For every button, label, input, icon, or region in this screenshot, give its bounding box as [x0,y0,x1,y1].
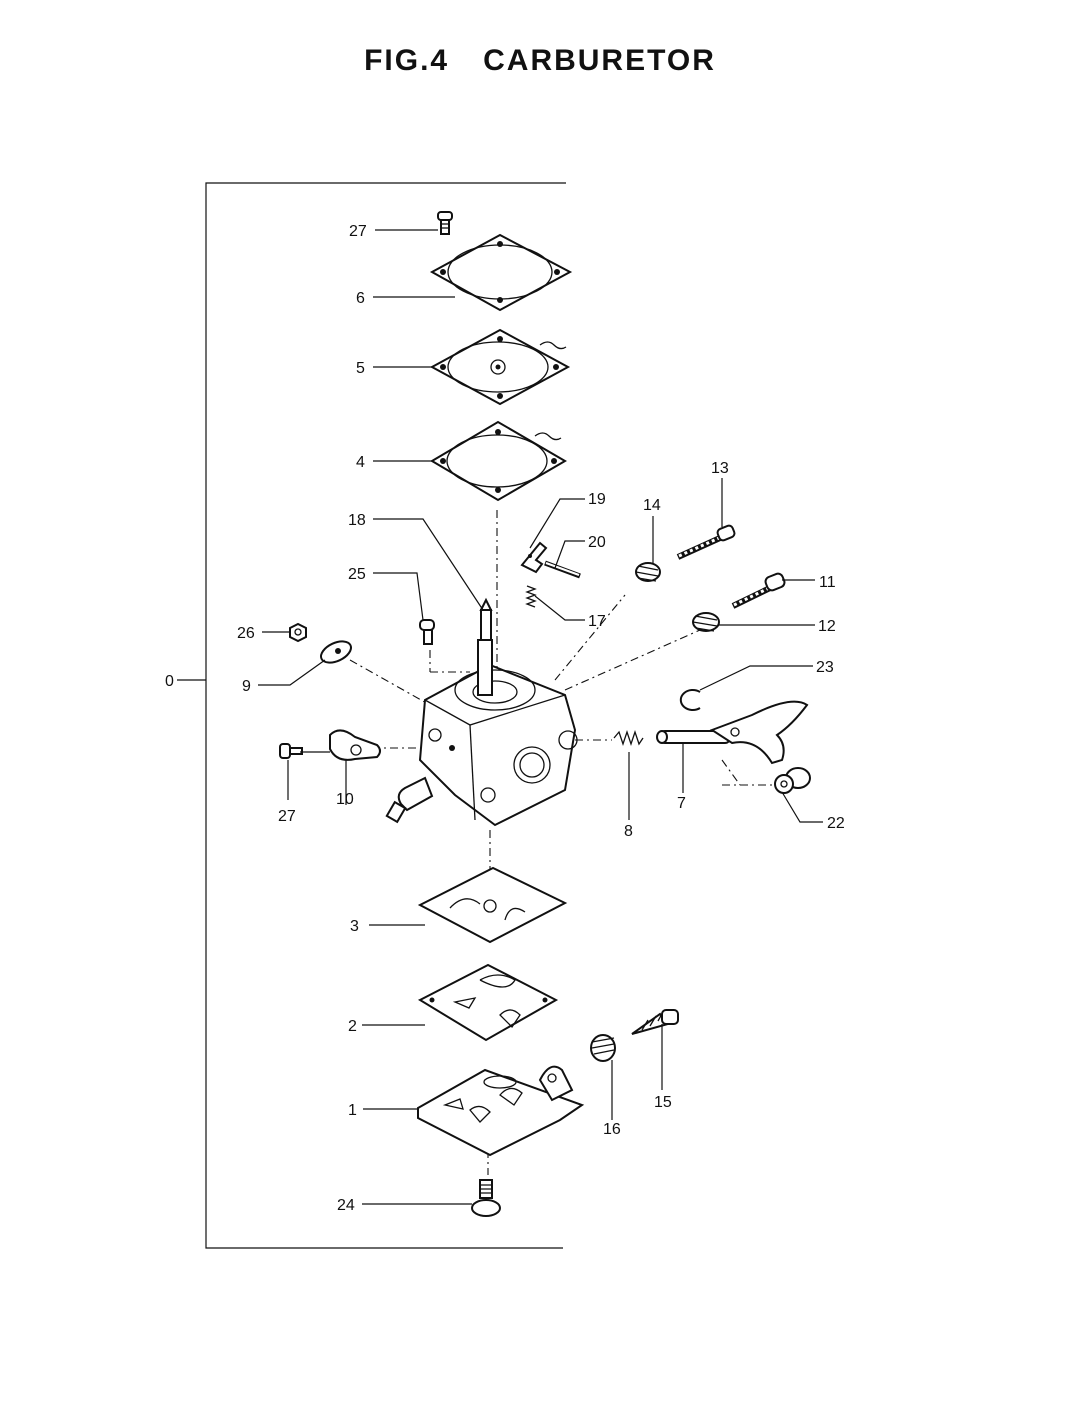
callout-27-side: 27 [278,808,296,825]
adjust-screw-11 [731,572,786,609]
figure-number: FIG.4 [364,44,450,77]
callout-10: 10 [336,791,354,808]
throttle-shaft-7 [656,700,809,765]
leader-lines [258,229,823,1205]
screw-27-side [279,743,303,759]
callout-0: 0 [165,673,174,690]
carburetor-body [385,639,578,827]
washer-9 [320,640,352,664]
cover-plate-6 [429,233,573,312]
callout-4: 4 [356,454,365,471]
callout-2: 2 [348,1018,357,1035]
callout-18: 18 [348,512,366,529]
callout-1: 1 [348,1102,357,1119]
callout-15: 15 [654,1094,672,1111]
callout-labels: 0 1 2 3 4 5 6 7 8 9 10 11 12 13 14 15 16… [165,223,845,1214]
pump-diaphragm-2 [417,963,559,1042]
control-lever-19 [520,541,548,574]
callout-8: 8 [624,823,633,840]
callout-26: 26 [237,625,255,642]
collar-22 [774,767,811,794]
diaphragm-5 [429,328,571,406]
spring-16 [590,1034,616,1062]
e-clip-23 [679,689,701,711]
gasket-4 [430,420,567,502]
callout-17: 17 [588,613,606,630]
callout-24: 24 [337,1197,355,1214]
screw-27-top [437,211,453,235]
callout-12: 12 [818,618,836,635]
screw-25 [419,619,435,645]
assembly-bracket [177,182,566,1249]
callout-7: 7 [677,795,686,812]
lower-gasket-3 [417,866,568,944]
figure-title: FIG.4 CARBURETOR [0,44,1080,78]
adjust-screw-15 [631,1009,679,1035]
spring-12 [692,612,720,632]
callout-20: 20 [588,534,606,551]
callout-19: 19 [588,491,606,508]
throttle-spring-8 [613,729,644,747]
callout-22: 22 [827,815,845,832]
screw-24 [471,1179,501,1217]
callout-5: 5 [356,360,365,377]
assembly-axis-lines [349,510,775,1175]
callout-13: 13 [711,460,729,477]
callout-3: 3 [350,918,359,935]
spring-14 [635,562,661,582]
bracket-plate-10 [329,729,381,761]
callout-11: 11 [819,574,836,591]
callout-27-top: 27 [349,223,367,240]
callout-14: 14 [643,497,661,514]
callout-6: 6 [356,290,365,307]
figure-name: CARBURETOR [483,44,716,77]
lever-pin-20 [544,560,581,579]
callout-16: 16 [603,1121,621,1138]
adjust-screw-13 [676,524,736,560]
callout-9: 9 [242,678,251,695]
spring-17 [525,585,537,608]
nut-26 [289,622,307,643]
pump-cover-1 [417,1065,585,1157]
callout-25: 25 [348,566,366,583]
callout-23: 23 [816,659,834,676]
